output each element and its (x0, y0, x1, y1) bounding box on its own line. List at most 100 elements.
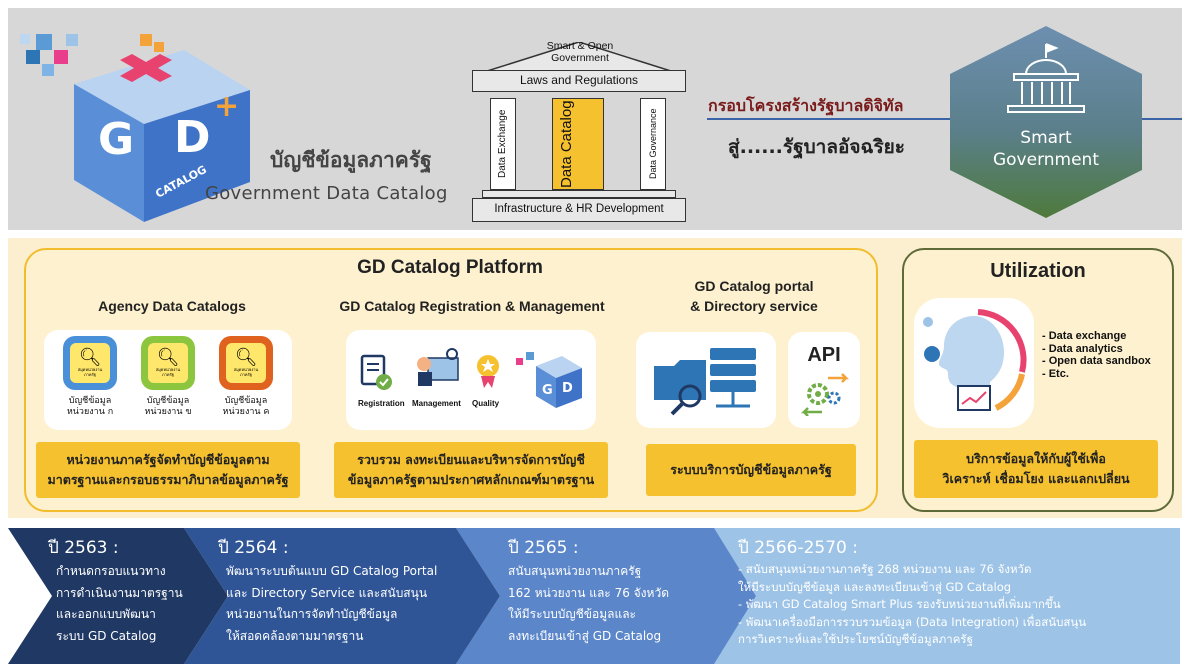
timeline-2565-line3: ให้มีระบบบัญชีข้อมูลและ (508, 607, 636, 621)
pillar-right: Data Governance (640, 98, 666, 190)
timeline-2564-year: ปี 2564 : (218, 538, 289, 558)
api-card (788, 332, 860, 428)
label-quality: Quality (472, 399, 500, 408)
timeline-2563-line1: กำหนดกรอบแนวทาง (56, 564, 166, 578)
analytics-head-icon (923, 309, 1027, 411)
timeline-2566-line4: - พัฒนาเครื่องมือการรวบรวมข้อมูล (Data I… (738, 614, 1087, 629)
util-item-data-exchange: - Data exchange (1042, 330, 1127, 342)
building-base: Infrastructure & HR Development (472, 198, 686, 222)
agency-a-line2: หน่วยงาน ก (66, 407, 114, 417)
util-item-data-analytics: - Data analytics (1042, 342, 1123, 355)
management-icon (417, 348, 459, 386)
timeline-2564: ปี 2564 : พัฒนาระบบต้นแบบ GD Catalog Por… (218, 534, 437, 647)
timeline-2566-year: ปี 2566-2570 : (738, 538, 858, 558)
timeline-arrow-4 (712, 528, 1180, 664)
magnifier-icon: 🔍︎ (234, 347, 258, 368)
agency-b-line1: บัญชีข้อมูล (146, 396, 190, 406)
pillar-right-text: Data Governance (648, 108, 658, 180)
government-building: Smart & Open Government Laws and Regulat… (468, 40, 690, 222)
timeline-2565-line1: สนับสนุนหน่วยงานภาครัฐ (508, 564, 642, 578)
timeline-2564-line4: ให้สอดคล้องตามมาตรฐาน (226, 628, 364, 643)
building-roof-text: Smart & Open Government (546, 40, 614, 64)
registration-bar-line1: รวบรวม ลงทะเบียนและบริหารจัดการบัญชี (357, 452, 585, 467)
mini-logo-g: G (542, 383, 553, 398)
government-label: Government (992, 150, 1100, 170)
title-en: Government Data Catalog (205, 183, 448, 204)
agency-a-line1: บัญชีข้อมูล (68, 396, 112, 406)
registration-icons: G D (360, 348, 582, 408)
timeline-2566-line2: ให้มีระบบบัญชีข้อมูล และลงทะเบียนเข้าสู่… (738, 579, 1012, 594)
gd-catalog-mini-logo-icon: G D (516, 352, 582, 408)
timeline-2564-line1: พัฒนาระบบต้นแบบ GD Catalog Portal (226, 564, 438, 578)
smart-label: Smart (1020, 128, 1072, 148)
registration-icon (360, 354, 392, 390)
framework-line1: กรอบโครงสร้างรัฐบาลดิจิทัล (708, 96, 904, 115)
agency-catalog-b: 🔍︎สมุดหน่วยงาน ภาครัฐ บัญชีข้อมูล หน่วยง… (138, 336, 198, 418)
label-management: Management (412, 399, 461, 408)
agency-bar-line1: หน่วยงานภาครัฐจัดทำบัญชีข้อมูลตาม (66, 452, 270, 467)
quality-icon (477, 355, 499, 388)
timeline-2566-line3: - พัฒนา GD Catalog Smart Plus รองรับหน่ว… (738, 597, 1061, 611)
timeline-2565-line4: ลงทะเบียนเข้าสู่ GD Catalog (508, 628, 662, 643)
timeline-2565-line2: 162 หน่วยงาน และ 76 จังหวัด (508, 585, 669, 600)
utilization-description-bar: บริการข้อมูลให้กับผู้ใช้เพื่อ วิเคราะห์ … (914, 440, 1158, 498)
agency-c-line2: หน่วยงาน ค (222, 407, 270, 417)
label-registration: Registration (358, 399, 405, 408)
building-beam: Laws and Regulations (472, 70, 686, 92)
catalog-book-icon: 🔍︎สมุดหน่วยงาน ภาครัฐ (219, 336, 273, 390)
government-building-icon (1007, 43, 1085, 113)
agency-catalog-c: 🔍︎สมุดหน่วยงาน ภาครัฐ บัญชีข้อมูล หน่วยง… (216, 336, 276, 418)
icon-caption: สมุดหน่วยงาน ภาครัฐ (233, 367, 259, 377)
registration-bar-line2: ข้อมูลภาครัฐตามประกาศหลักเกณฑ์มาตรฐาน (347, 472, 595, 487)
agency-bar-line2: มาตรฐานและกรอบธรรมาภิบาลข้อมูลภาครัฐ (47, 472, 289, 487)
timeline-2566-line5: การวิเคราะห์และใช้ประโยชน์บัญชีข้อมูลภาค… (738, 632, 973, 646)
building-spacer (468, 40, 484, 41)
building-step (482, 190, 676, 198)
portal-title-line1: GD Catalog portal (694, 278, 814, 294)
timeline-arrows (8, 528, 1180, 664)
framework-line2: สู่......รัฐบาลอัจฉริยะ (728, 136, 905, 158)
divider-line (707, 118, 1182, 120)
catalog-book-icon: 🔍︎สมุดหน่วยงาน ภาครัฐ (141, 336, 195, 390)
magnifier-icon: 🔍︎ (156, 347, 180, 368)
logo-letter-g: G (98, 114, 134, 165)
timeline-2563-line3: และออกแบบพัฒนา (56, 607, 156, 621)
directory-service-icon (654, 348, 756, 416)
gd-catalog-logo: G D + CATALOG (20, 34, 250, 222)
agency-catalog-a: 🔍︎สมุดหน่วยงาน ภาครัฐ บัญชีข้อมูล หน่วยง… (60, 336, 120, 418)
agency-description-bar: หน่วยงานภาครัฐจัดทำบัญชีข้อมูลตาม มาตรฐา… (36, 442, 300, 498)
utilization-list: - Data exchange - Data analytics - Open … (1042, 330, 1151, 380)
timeline-2564-line3: หน่วยงานในการจัดทำบัญชีข้อมูล (226, 607, 398, 621)
timeline-2566-2570: ปี 2566-2570 : - สนับสนุนหน่วยงานภาครัฐ … (738, 534, 1086, 649)
timeline-2563-year: ปี 2563 : (48, 538, 119, 558)
timeline-2563: ปี 2563 : กำหนดกรอบแนวทาง การดำเนินงานมา… (48, 534, 183, 647)
logo-plus-icon: + (214, 89, 239, 124)
utilization-bar-line1: บริการข้อมูลให้กับผู้ใช้เพื่อ (966, 451, 1106, 466)
logo-letter-d: D (174, 112, 211, 163)
pillar-center-text: Data Catalog (558, 100, 575, 188)
pillar-left: Data Exchange (490, 98, 516, 190)
registration-title: GD Catalog Registration & Management (339, 298, 605, 314)
timeline-2565: ปี 2565 : สนับสนุนหน่วยงานภาครัฐ 162 หน่… (508, 534, 669, 647)
portal-description-bar: ระบบบริการบัญชีข้อมูลภาครัฐ (646, 444, 856, 496)
icon-caption: สมุดหน่วยงาน ภาครัฐ (77, 367, 103, 377)
portal-title-line2: & Directory service (690, 298, 818, 314)
timeline-arrow-1 (8, 528, 228, 664)
magnifier-icon: 🔍︎ (78, 347, 102, 368)
util-item-open-data-sandbox: - Open data sandbox (1042, 355, 1151, 367)
agency-b-line2: หน่วยงาน ข (144, 407, 192, 417)
timeline-2565-year: ปี 2565 : (508, 538, 579, 558)
timeline-arrow-3 (456, 528, 756, 664)
mini-logo-d: D (562, 381, 573, 396)
timeline-2566-line1: - สนับสนุนหน่วยงานภาครัฐ 268 หน่วยงาน แล… (738, 562, 1032, 576)
registration-description-bar: รวบรวม ลงทะเบียนและบริหารจัดการบัญชี ข้อ… (334, 442, 608, 498)
timeline-2563-line4: ระบบ GD Catalog (56, 628, 157, 643)
timeline-arrow-2 (184, 528, 500, 664)
util-item-etc: - Etc. (1042, 367, 1069, 380)
api-label: API (807, 344, 841, 366)
utilization-bar-line2: วิเคราะห์ เชื่อมโยง และแลกเปลี่ยน (942, 471, 1130, 486)
utilization-title: Utilization (990, 260, 1086, 282)
timeline-2564-line2: และ Directory Service และสนับสนุน (226, 585, 428, 600)
agency-title: Agency Data Catalogs (98, 298, 246, 314)
api-gear-icon (800, 373, 850, 416)
